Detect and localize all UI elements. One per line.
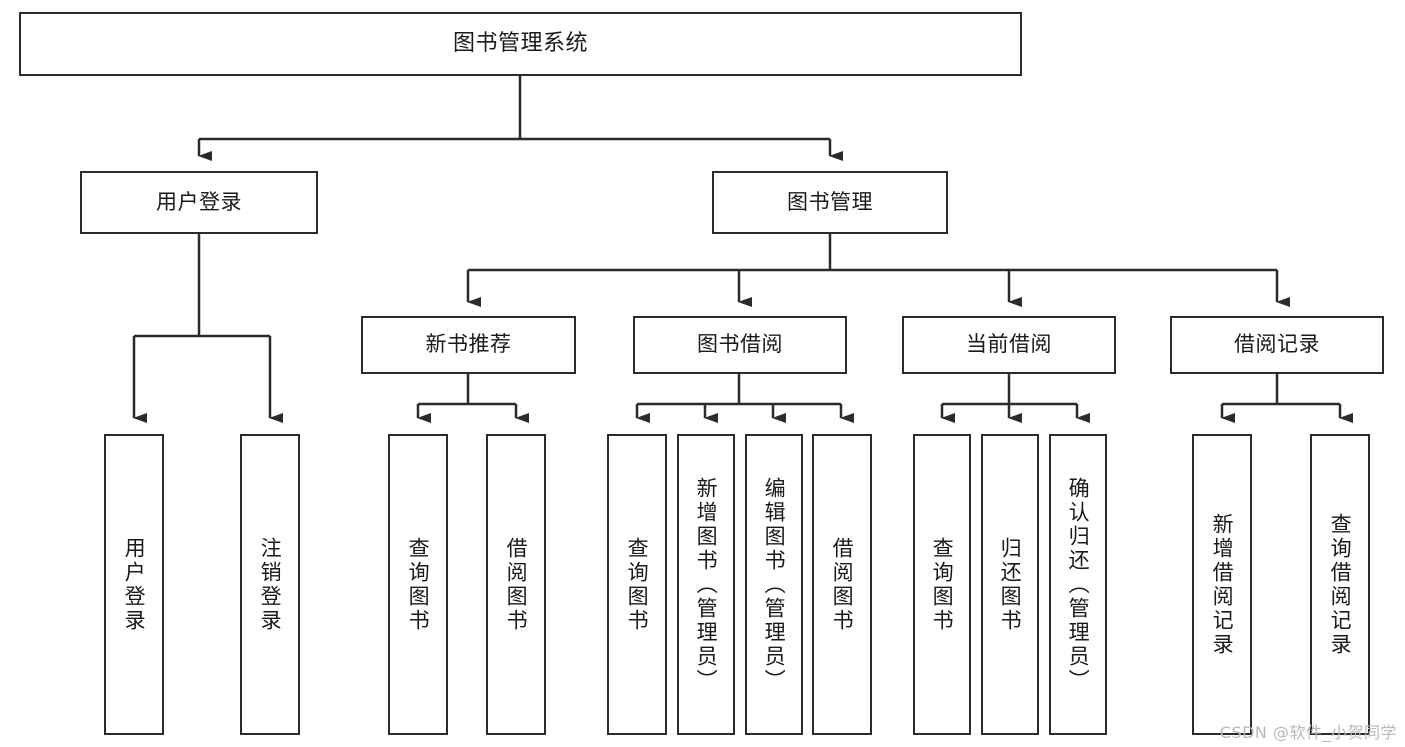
leaf-query-book-recommend[interactable]: 查询图书: [388, 434, 448, 735]
node-user-login[interactable]: 用户登录: [80, 171, 318, 234]
csdn-watermark: CSDN @软件_小贺同学: [1219, 723, 1397, 742]
leaf-edit-book[interactable]: 编辑图书（管理员）: [745, 434, 803, 735]
leaf-confirm-return[interactable]: 确认归还（管理员）: [1049, 434, 1107, 735]
node-label: 编辑图书（管理员）: [762, 476, 787, 693]
node-label: 图书借阅: [697, 332, 783, 357]
node-label: 确认归还（管理员）: [1066, 476, 1091, 693]
node-label: 查询图书: [625, 536, 650, 633]
node-label: 查询图书: [406, 536, 431, 633]
node-borrow-record[interactable]: 借阅记录: [1170, 316, 1384, 374]
node-book-borrow[interactable]: 图书借阅: [633, 316, 847, 374]
node-book-management-system[interactable]: 图书管理系统: [19, 12, 1022, 76]
leaf-return-book[interactable]: 归还图书: [981, 434, 1039, 735]
node-label: 借阅图书: [830, 536, 855, 633]
node-label: 当前借阅: [966, 332, 1052, 357]
leaf-user-login[interactable]: 用户登录: [104, 434, 164, 735]
node-label: 注销登录: [258, 536, 283, 633]
leaf-add-borrow-record[interactable]: 新增借阅记录: [1192, 434, 1252, 735]
leaf-logout-login[interactable]: 注销登录: [240, 434, 300, 735]
leaf-add-book[interactable]: 新增图书（管理员）: [677, 434, 735, 735]
node-label: 用户登录: [122, 536, 147, 633]
node-label: 查询图书: [930, 536, 955, 633]
node-label: 借阅记录: [1234, 332, 1320, 357]
node-label: 归还图书: [998, 536, 1023, 633]
node-label: 新增借阅记录: [1210, 512, 1235, 657]
node-new-book-recommend[interactable]: 新书推荐: [361, 316, 576, 374]
node-label: 用户登录: [156, 189, 242, 214]
node-label: 查询借阅记录: [1328, 512, 1353, 657]
node-label: 图书管理: [787, 189, 873, 214]
leaf-borrow-book[interactable]: 借阅图书: [812, 434, 872, 735]
leaf-borrow-book-recommend[interactable]: 借阅图书: [486, 434, 546, 735]
node-label: 图书管理系统: [452, 30, 588, 56]
node-label: 新书推荐: [425, 332, 512, 357]
node-current-borrow[interactable]: 当前借阅: [902, 316, 1116, 374]
leaf-query-borrow-record[interactable]: 查询借阅记录: [1310, 434, 1370, 735]
node-book-management[interactable]: 图书管理: [712, 171, 948, 234]
node-label: 借阅图书: [504, 536, 529, 633]
node-label: 新增图书（管理员）: [694, 476, 719, 693]
leaf-query-book-borrow[interactable]: 查询图书: [607, 434, 667, 735]
leaf-query-book-current[interactable]: 查询图书: [913, 434, 971, 735]
